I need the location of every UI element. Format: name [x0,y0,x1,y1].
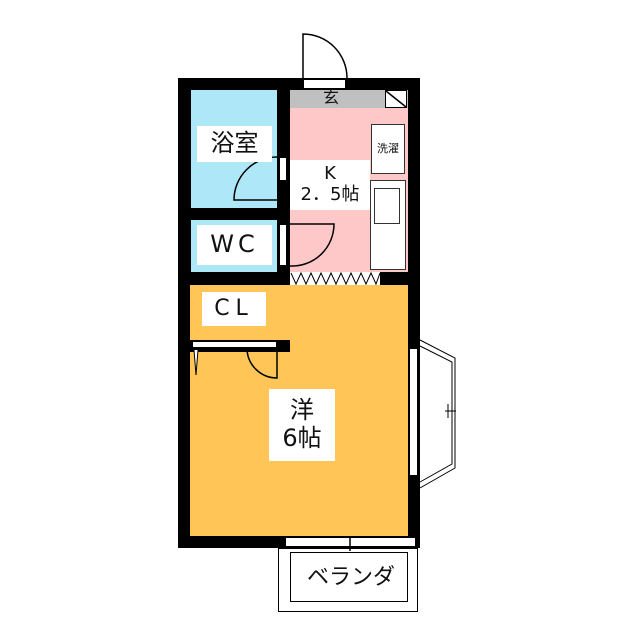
entrance-sill [303,79,346,89]
entrance-label: 玄 [322,88,339,108]
kitchen-counter [370,180,406,270]
wc-door-arc [289,223,335,267]
balcony [278,548,418,612]
closet-fold [193,349,199,376]
western-room-ext [290,285,408,355]
balcony-label: ベランダ [306,565,395,591]
laundry-text: 洗濯 [377,141,399,155]
bay-window [419,339,456,489]
kitchen-name: K [324,163,336,185]
laundry-label: 洗濯 [371,124,405,174]
wc-door[interactable] [279,224,287,266]
closet-door[interactable] [192,341,277,348]
western-size: 6帖 [282,424,322,452]
balcony-inner [290,552,408,602]
wc-label: WC [197,225,272,265]
western-label: 洋 6帖 [269,389,335,461]
closet-door-arc [246,347,278,379]
bath-label: 浴室 [197,126,272,162]
bay-window-mark [445,404,456,418]
shoe-box-diagonal [385,90,407,108]
entrance-area [290,90,408,108]
right-window [409,348,418,476]
bath-door[interactable] [279,157,287,181]
closet-label: CL [202,292,266,326]
bath-door-arc [233,156,278,201]
kitchen-size: 2．5帖 [300,184,360,205]
zigzag-line [290,271,381,286]
entrance-door-arc [302,33,348,79]
sink [374,188,400,224]
western-name: 洋 [290,396,314,425]
kitchen-label: K 2．5帖 [290,160,370,210]
